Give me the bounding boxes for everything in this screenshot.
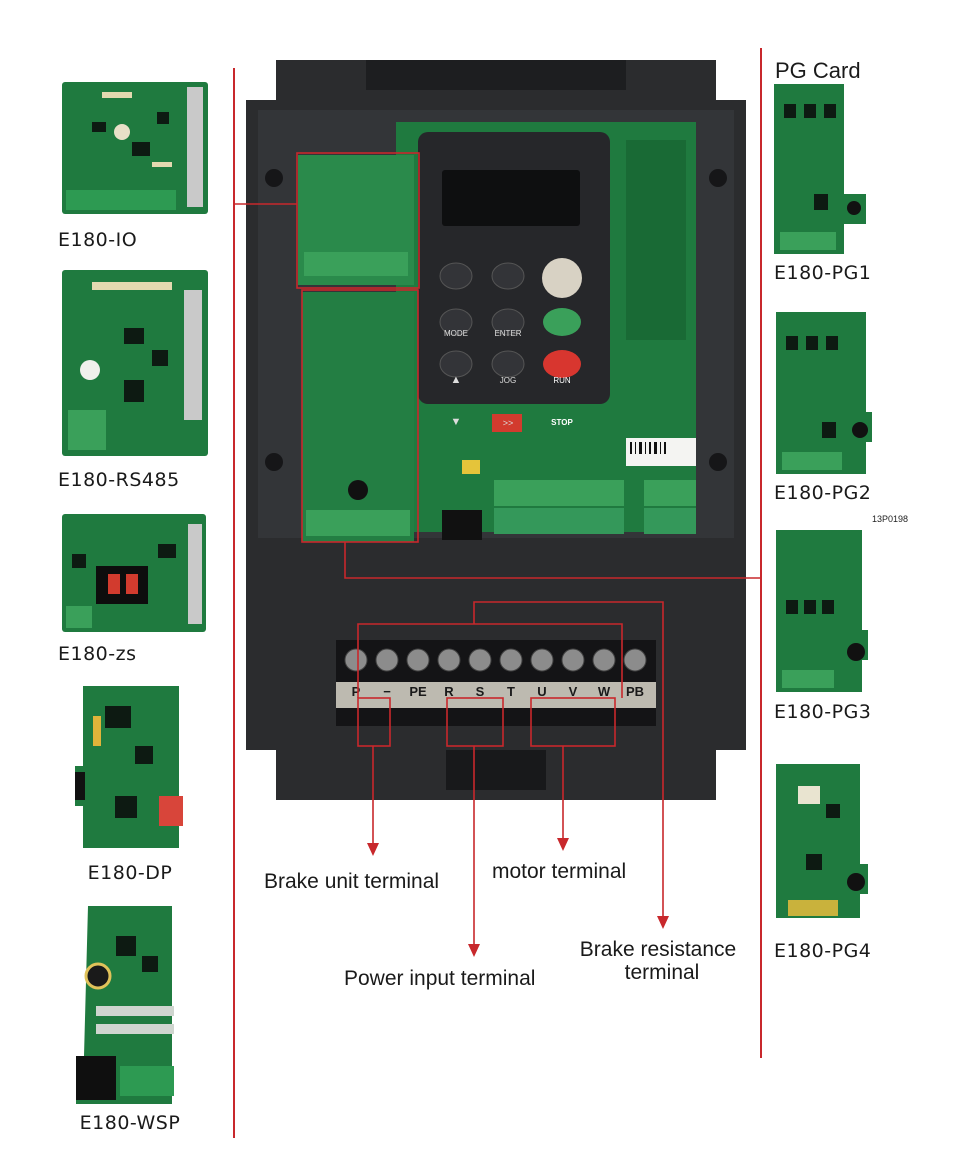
card-e180-pg3 — [776, 530, 868, 692]
terminal-label-pe: PE — [409, 684, 427, 699]
barcode-text: 13P0198 — [872, 514, 909, 524]
terminal-label-t: T — [507, 684, 515, 699]
card-label-e180-zs: E180-zs — [58, 643, 137, 665]
card-e180-pg1 — [774, 84, 866, 254]
keypad-key-mode: MODE — [444, 329, 468, 338]
terminal-label-u: U — [537, 684, 547, 699]
right-divider-line — [760, 48, 762, 1058]
brake-resistance-arrow-icon — [657, 916, 669, 929]
card-e180-rs485 — [62, 270, 208, 456]
card-e180-wsp — [76, 906, 180, 1104]
pg-card-heading: PG Card — [775, 58, 861, 83]
card-label-e180-dp: E180-DP — [87, 862, 173, 884]
keypad-key-jog: JOG — [499, 376, 517, 385]
terminal-label-r: R — [444, 684, 454, 699]
annotation-power-input-terminal: Power input terminal — [344, 967, 536, 990]
card-e180-zs — [62, 514, 206, 632]
lcd-display-icon — [442, 170, 580, 226]
terminal-label-w: W — [597, 684, 611, 699]
keypad-key-up: ▲ — [450, 374, 462, 386]
left-divider-line — [233, 68, 235, 1138]
card-e180-pg2 — [776, 312, 872, 474]
terminal-label-v: V — [568, 684, 578, 699]
power-input-arrow-icon — [468, 944, 480, 957]
card-e180-io — [62, 82, 208, 214]
keypad-key-enter: ENTER — [494, 329, 522, 338]
terminal-label-s: S — [475, 684, 485, 699]
keypad-key-stop: STOP — [551, 418, 573, 427]
card-label-e180-io: E180-IO — [58, 229, 138, 251]
card-label-e180-pg3: E180-PG3 — [774, 701, 872, 723]
keypad-key-run: RUN — [553, 376, 571, 385]
card-label-e180-pg2: E180-PG2 — [774, 482, 872, 504]
terminal-label-pb: PB — [625, 684, 645, 699]
keypad-key-down: ▼ — [450, 416, 462, 428]
annotation-motor-terminal: motor terminal — [492, 860, 627, 883]
card-label-e180-pg1: E180-PG1 — [774, 262, 872, 284]
brake-unit-arrow-icon — [367, 843, 379, 856]
card-e180-pg4 — [776, 764, 868, 918]
terminal-label-p: P — [351, 684, 361, 699]
annotation-brake-resistance-line1: Brake resistance — [579, 938, 737, 961]
card-label-e180-rs485: E180-RS485 — [58, 469, 180, 491]
inverter-device: MODE ENTER RUN ▲ JOG ▼ >> STOP 13P0198 P… — [246, 60, 908, 800]
keypad-key-shift: >> — [502, 418, 514, 428]
card-label-e180-pg4: E180-PG4 — [774, 940, 872, 962]
card-e180-dp — [75, 686, 185, 848]
terminal-label-minus: − — [383, 684, 391, 699]
card-label-e180-wsp: E180-WSP — [79, 1112, 181, 1134]
annotation-brake-unit-terminal: Brake unit terminal — [264, 870, 440, 893]
motor-arrow-icon — [557, 838, 569, 851]
annotation-brake-resistance-line2: terminal — [624, 961, 700, 984]
